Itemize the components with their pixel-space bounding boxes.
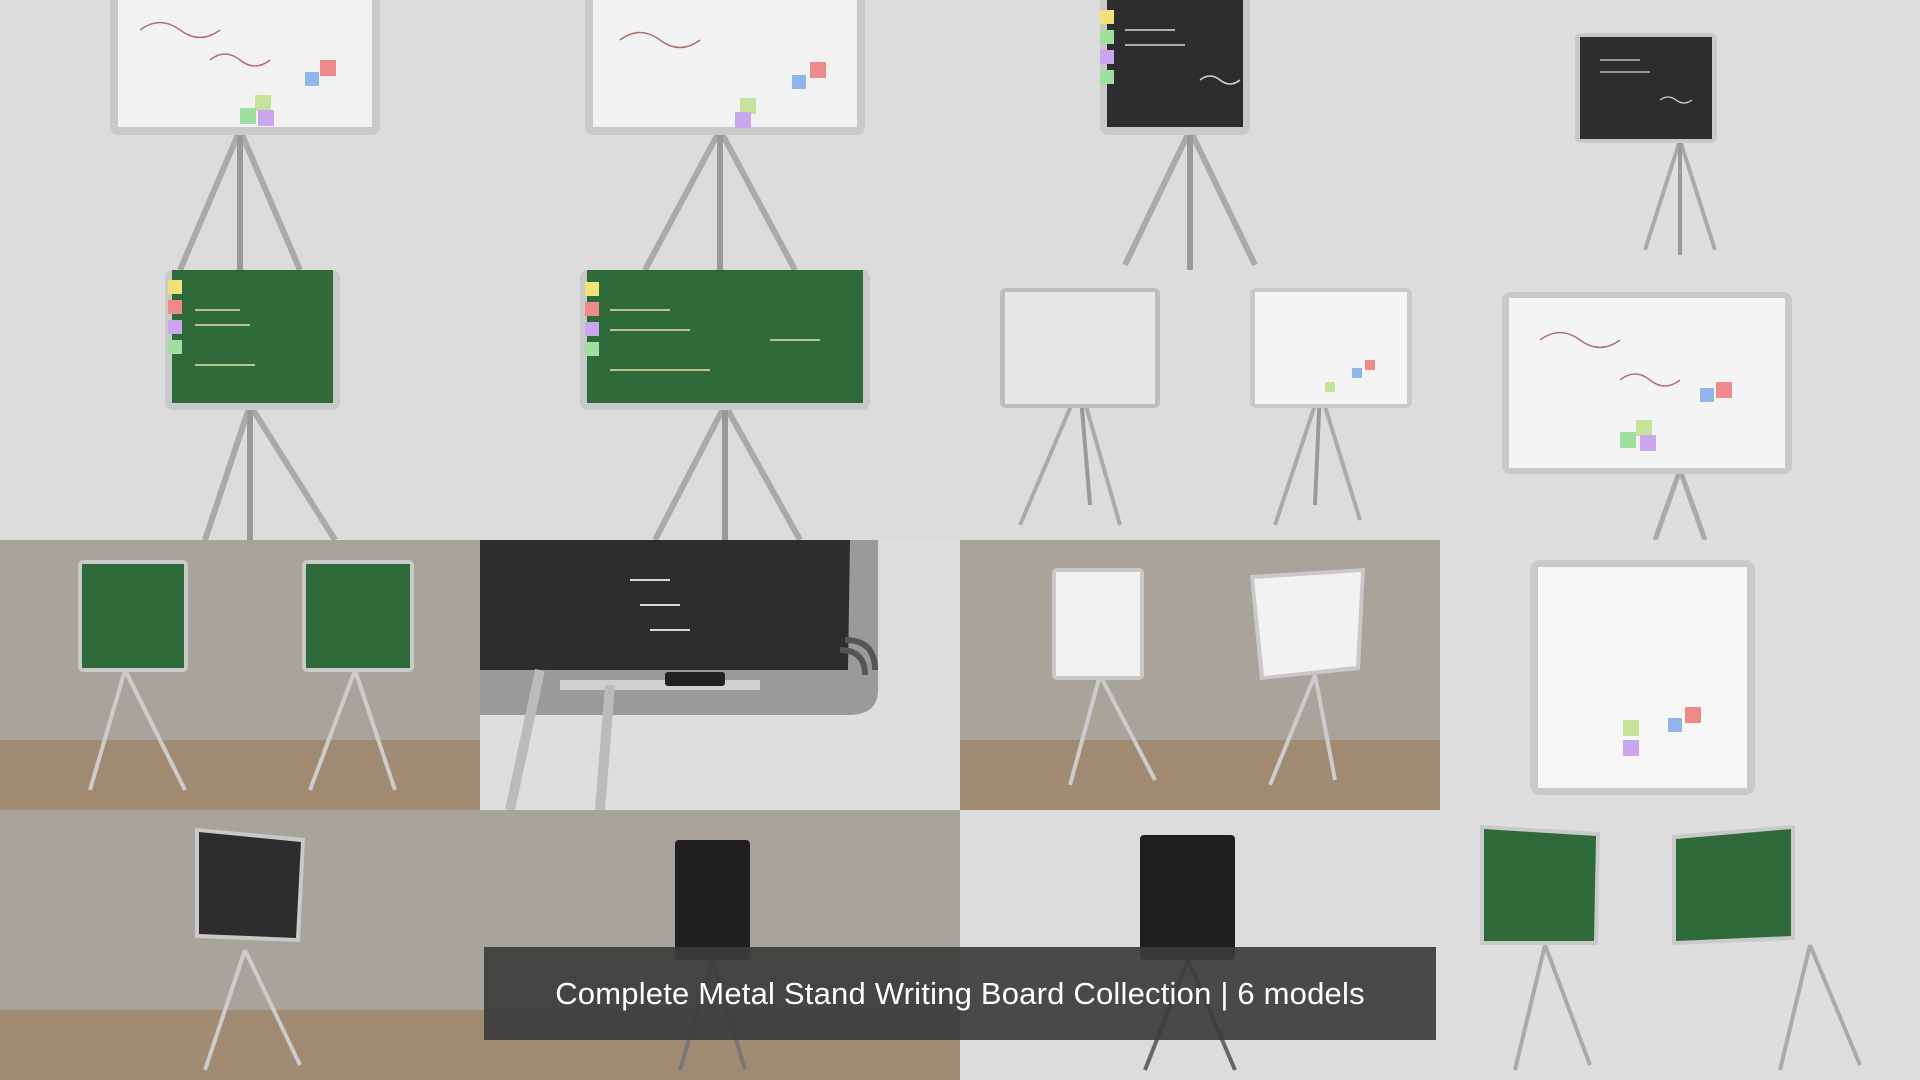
greenboard-easel-illustration [480,270,960,540]
whiteboard-easel-illustration [1440,540,1920,810]
blackboard-easel-illustration [1440,0,1920,270]
tile-whiteboard-easel-large [1440,270,1920,540]
collection-title: Complete Metal Stand Writing Board Colle… [555,975,1365,1011]
tile-blackboard-closeup [480,540,960,810]
whiteboard-easel-illustration [480,0,960,270]
blackboard-easel-illustration [960,0,1440,270]
tile-whiteboard-easel-2 [480,0,960,270]
tile-blackboard-easel-1 [960,0,1440,270]
tile-greenboard-easel-2 [480,270,960,540]
greenboard-room-illustration [0,540,480,810]
whiteboard-easel-illustration [0,0,480,270]
tile-whiteboard-easel-1 [0,0,480,270]
tile-whiteboard-pair [960,270,1440,540]
tile-greenboard-room-pair [0,540,480,810]
tile-blackboard-room [0,810,480,1080]
whiteboard-pair-illustration [960,270,1440,540]
blackboard-detail-illustration [480,540,960,810]
tile-whiteboard-room-pair [960,540,1440,810]
greenboard-pair-illustration [1440,810,1920,1080]
tile-greenboard-pair [1440,810,1920,1080]
greenboard-easel-illustration [0,270,480,540]
whiteboard-easel-illustration [1440,270,1920,540]
collection-caption-bar: Complete Metal Stand Writing Board Colle… [484,947,1436,1040]
tile-whiteboard-portrait [1440,540,1920,810]
blackboard-room-illustration [0,810,480,1080]
tile-blackboard-easel-small [1440,0,1920,270]
whiteboard-room-illustration [960,540,1440,810]
tile-greenboard-easel-1 [0,270,480,540]
